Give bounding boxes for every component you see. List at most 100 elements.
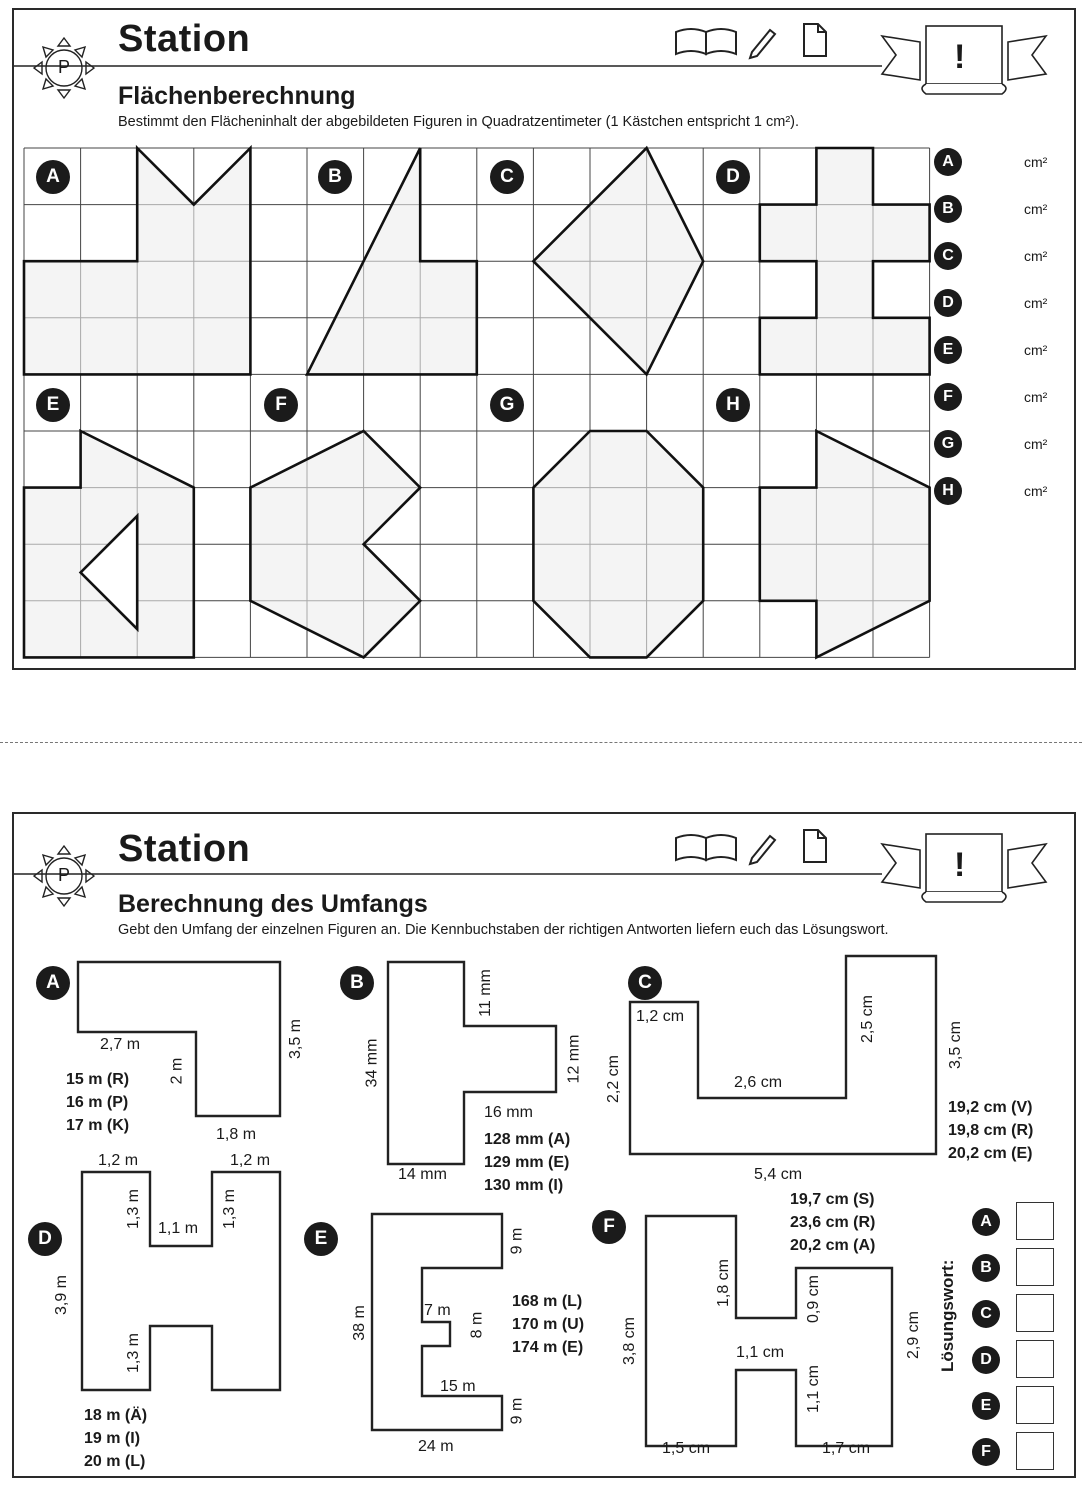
fig-c-left: 2,2 cm	[605, 1054, 623, 1104]
fig-b-option-3: 130 mm (I)	[484, 1177, 564, 1194]
fig-b-options: 128 mm (A) 129 mm (E) 130 mm (I)	[484, 1128, 570, 1197]
fig-a-top-inner: 2,7 m	[100, 1036, 141, 1053]
figure-b-shape	[304, 147, 479, 376]
solution-badge-e: E	[972, 1392, 1000, 1420]
figure-e-cutout	[78, 512, 139, 633]
fig-a-right: 3,5 m	[287, 1018, 305, 1060]
fig-c-inner: 2,6 cm	[734, 1074, 783, 1091]
figure-g-shape	[532, 429, 705, 659]
fig-f-left: 3,8 cm	[621, 1316, 639, 1366]
figure-badge-d: D	[28, 1222, 62, 1256]
solution-box-c[interactable]	[1016, 1294, 1054, 1332]
solution-badge-d: D	[972, 1346, 1000, 1374]
fig-c-inner-v: 2,5 cm	[859, 994, 877, 1044]
fig-d-inner-bottom: 1,3 m	[125, 1332, 143, 1374]
fig-f-inner-bottom-v: 1,1 cm	[805, 1364, 823, 1414]
banner-exclamation: !	[954, 846, 966, 884]
answer-unit-d: cm²	[1024, 295, 1048, 311]
fig-f-option-1: 19,7 cm (S)	[790, 1191, 875, 1208]
fig-b-inner: 16 mm	[484, 1104, 533, 1121]
answer-badge-g: G	[934, 430, 962, 458]
solution-box-e[interactable]	[1016, 1386, 1054, 1424]
fig-a-bottom: 1,8 m	[216, 1126, 257, 1143]
fig-f-option-2: 23,6 cm (R)	[790, 1214, 876, 1231]
figure-badge-g: G	[490, 388, 524, 422]
fig-e-option-3: 174 m (E)	[512, 1339, 584, 1356]
figure-badge-e: E	[304, 1222, 338, 1256]
figure-c-shape	[531, 145, 705, 377]
fig-c-right: 3,5 cm	[947, 1020, 965, 1070]
answer-badge-f: F	[934, 383, 962, 411]
fig-b-bottom: 14 mm	[398, 1166, 447, 1183]
pencil-icon	[748, 28, 777, 60]
figure-badge-h: H	[716, 388, 750, 422]
answer-badge-b: B	[934, 195, 962, 223]
solution-badge-c: C	[972, 1300, 1000, 1328]
figure-badge-c: C	[628, 966, 662, 1000]
fig-c-top-left: 1,2 cm	[636, 1008, 685, 1025]
solution-box-f[interactable]	[1016, 1432, 1054, 1470]
document-icon	[803, 829, 827, 863]
fig-f-options: 19,7 cm (S) 23,6 cm (R) 20,2 cm (A)	[790, 1188, 875, 1257]
figure-badge-f: F	[264, 388, 298, 422]
figure-badge-a: A	[36, 966, 70, 1000]
figure-d-outline	[80, 1170, 282, 1392]
fig-d-option-3: 20 m (L)	[84, 1453, 146, 1470]
logo-letter: P	[58, 57, 71, 77]
book-icon	[675, 28, 737, 56]
document-icon	[803, 23, 827, 57]
answer-unit-f: cm²	[1024, 389, 1048, 405]
instruction-text: Bestimmt den Flächeninhalt der abgebilde…	[118, 114, 800, 130]
figure-d-shape	[758, 146, 931, 376]
figure-f-shape	[249, 429, 423, 659]
banner-exclamation: !	[954, 38, 966, 76]
fig-e-option-2: 170 m (U)	[512, 1316, 585, 1333]
fig-a-option-1: 15 m (R)	[66, 1071, 130, 1088]
fig-d-top-right: 1,2 m	[230, 1152, 271, 1169]
fig-b-left: 34 mm	[363, 1038, 381, 1088]
fig-a-options: 15 m (R) 16 m (P) 17 m (K)	[66, 1068, 129, 1137]
fig-a-option-3: 17 m (K)	[66, 1117, 130, 1134]
answer-badge-d: D	[934, 289, 962, 317]
fig-e-notch-w: 7 m	[424, 1302, 451, 1319]
fig-f-inner-left-v: 1,8 cm	[715, 1258, 733, 1308]
fig-e-inner-bottom: 15 m	[440, 1378, 476, 1395]
station-card-area: Station ! P Flächenberechnung Bestimmt d…	[12, 8, 1076, 670]
fig-d-top-left: 1,2 m	[98, 1152, 139, 1169]
fig-f-option-3: 20,2 cm (A)	[790, 1237, 876, 1254]
cut-line	[0, 742, 1082, 743]
figure-badge-d: D	[716, 160, 750, 194]
fig-f-bottom-left: 1,5 cm	[662, 1440, 711, 1457]
solution-box-a[interactable]	[1016, 1202, 1054, 1240]
figure-badge-c: C	[490, 160, 524, 194]
fig-d-option-1: 18 m (Ä)	[84, 1407, 148, 1424]
fig-b-option-1: 128 mm (A)	[484, 1131, 571, 1148]
area-figures	[22, 144, 931, 660]
solution-box-b[interactable]	[1016, 1248, 1054, 1286]
solution-box-d[interactable]	[1016, 1340, 1054, 1378]
fig-e-right-bottom: 9 m	[508, 1397, 526, 1425]
figure-badge-b: B	[318, 160, 352, 194]
figure-badge-a: A	[36, 160, 70, 194]
fig-d-option-2: 19 m (I)	[84, 1430, 141, 1447]
fig-f-inner-right-v: 0,9 cm	[805, 1274, 823, 1324]
answer-unit-b: cm²	[1024, 201, 1048, 217]
answer-badge-c: C	[934, 242, 962, 270]
station-title: Station	[118, 828, 251, 870]
figure-badge-f: F	[592, 1210, 626, 1244]
logo-letter: P	[58, 865, 71, 885]
figure-h-shape	[758, 428, 931, 660]
solution-label: Lösungswort:	[938, 1259, 957, 1372]
figure-a-outline	[76, 960, 282, 1118]
fig-c-bottom: 5,4 cm	[754, 1166, 803, 1183]
perimeter-figures	[76, 954, 938, 1448]
book-icon	[675, 834, 737, 862]
fig-e-left: 38 m	[350, 1305, 368, 1341]
fig-f-right: 2,9 cm	[905, 1310, 923, 1360]
page-subtitle: Berechnung des Umfangs	[118, 890, 428, 918]
figure-b-outline	[386, 960, 558, 1166]
fig-f-bottom-right: 1,7 cm	[822, 1440, 871, 1457]
ribbon-banner-icon	[880, 25, 1048, 95]
pencil-icon	[748, 834, 777, 866]
answer-unit-h: cm²	[1024, 483, 1048, 499]
